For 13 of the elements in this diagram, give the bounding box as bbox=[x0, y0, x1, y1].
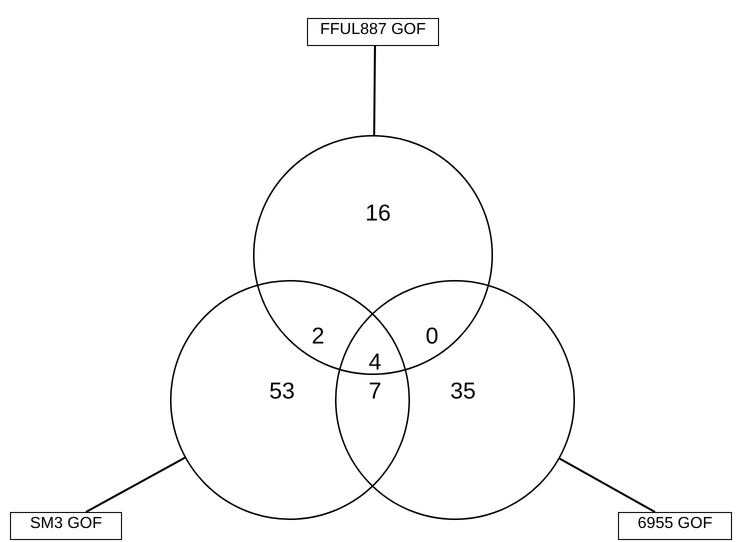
leader-line bbox=[559, 458, 656, 513]
leader-line bbox=[373, 46, 376, 136]
region-count: 53 bbox=[269, 378, 295, 404]
overlap-count: 2 bbox=[312, 322, 324, 350]
leader-line bbox=[86, 456, 186, 513]
region-count: 16 bbox=[365, 200, 391, 226]
overlap-count: 0 bbox=[426, 322, 438, 350]
region-count: 35 bbox=[450, 378, 476, 404]
set-label: SM3 GOF bbox=[10, 512, 122, 540]
set-label: FFUL887 GOF bbox=[307, 18, 439, 46]
overlap-count: 4 bbox=[368, 348, 382, 376]
overlap-count: 7 bbox=[368, 378, 382, 404]
set-label: 6955 GOF bbox=[618, 512, 732, 540]
